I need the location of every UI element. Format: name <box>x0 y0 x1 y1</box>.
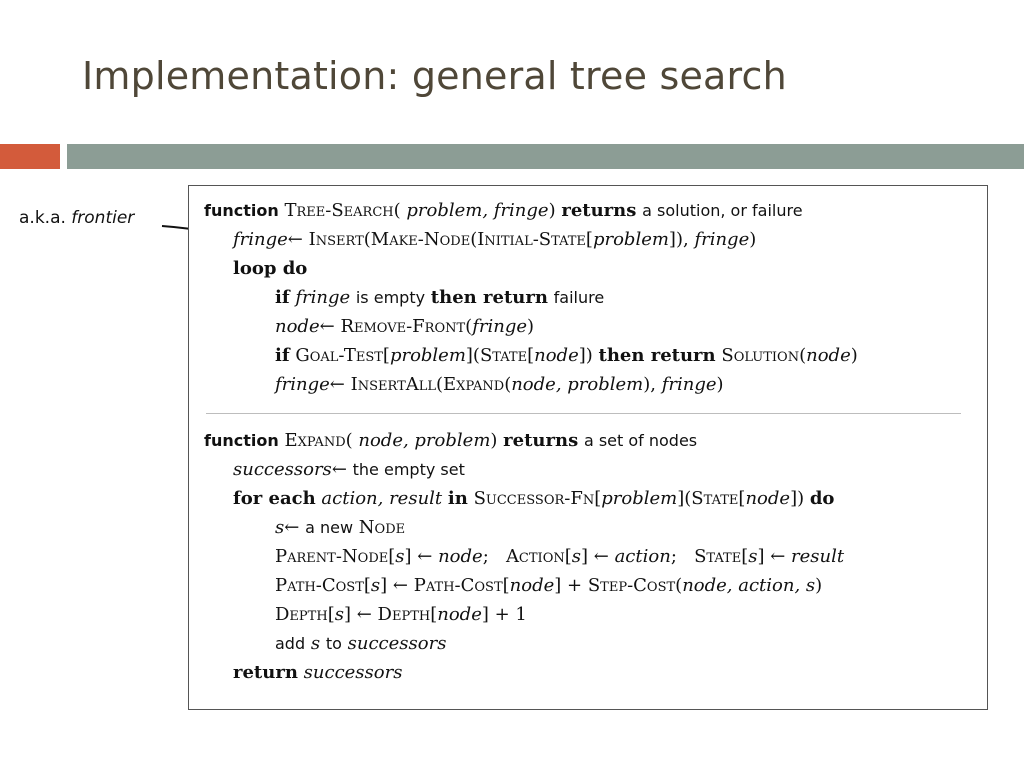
annotation-term: frontier <box>71 208 135 228</box>
expand-line-7: Depth[s] ← Depth[node] + 1 <box>275 604 527 625</box>
tree-search-line-6: if Goal-Test[problem](State[node]) then … <box>275 345 858 366</box>
tree-search-line-7: fringe← InsertAll(Expand(node, problem),… <box>275 374 724 395</box>
expand-line-3: for each action, result in Successor-Fn[… <box>233 488 835 509</box>
expand-line-8: add s to successors <box>275 633 447 654</box>
expand-line-4: s← a new Node <box>275 517 406 538</box>
expand-line-6: Path-Cost[s] ← Path-Cost[node] + Step-Co… <box>275 575 823 596</box>
header-bar <box>67 144 1024 169</box>
slide-title: Implementation: general tree search <box>82 54 787 98</box>
tree-search-header: function Tree-Search( problem, fringe) r… <box>204 200 803 221</box>
annotation-prefix: a.k.a. <box>19 208 72 228</box>
pseudocode-box: function Tree-Search( problem, fringe) r… <box>188 185 988 710</box>
tree-search-line-5: node← Remove-Front(fringe) <box>275 316 535 337</box>
tree-search-loop: loop do <box>233 258 308 279</box>
accent-bar <box>0 144 60 169</box>
expand-header: function Expand( node, problem) returns … <box>204 430 698 451</box>
tree-search-line-4: if fringe is empty then return failure <box>275 287 605 308</box>
expand-line-5: Parent-Node[s] ← node; Action[s] ← actio… <box>275 546 845 567</box>
tree-search-line-2: fringe← Insert(Make-Node(Initial-State[p… <box>233 229 757 250</box>
expand-line-2: successors← the empty set <box>233 459 465 480</box>
annotation-label: a.k.a. frontier <box>19 208 134 228</box>
section-divider <box>206 413 961 414</box>
expand-return: return successors <box>233 662 403 683</box>
